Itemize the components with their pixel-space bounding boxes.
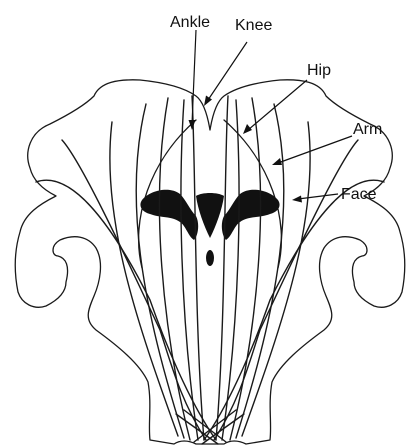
face-arrowhead (292, 196, 302, 203)
knee-label: Knee (235, 17, 272, 34)
corticospinal-fibres (36, 96, 384, 440)
knee-arrowhead (204, 96, 212, 107)
arm-label: Arm (353, 121, 382, 138)
hip-arrowhead (243, 124, 252, 134)
face-pointer (298, 194, 338, 199)
ankle-label: Ankle (170, 14, 210, 31)
ankle-pointer (192, 30, 196, 124)
third-ventricle (206, 250, 214, 266)
arm-arrowhead (272, 158, 282, 165)
hip-label: Hip (307, 62, 331, 79)
face-label: Face (341, 186, 377, 203)
knee-pointer (208, 42, 247, 100)
arm-pointer (278, 136, 352, 163)
septum (196, 193, 224, 238)
